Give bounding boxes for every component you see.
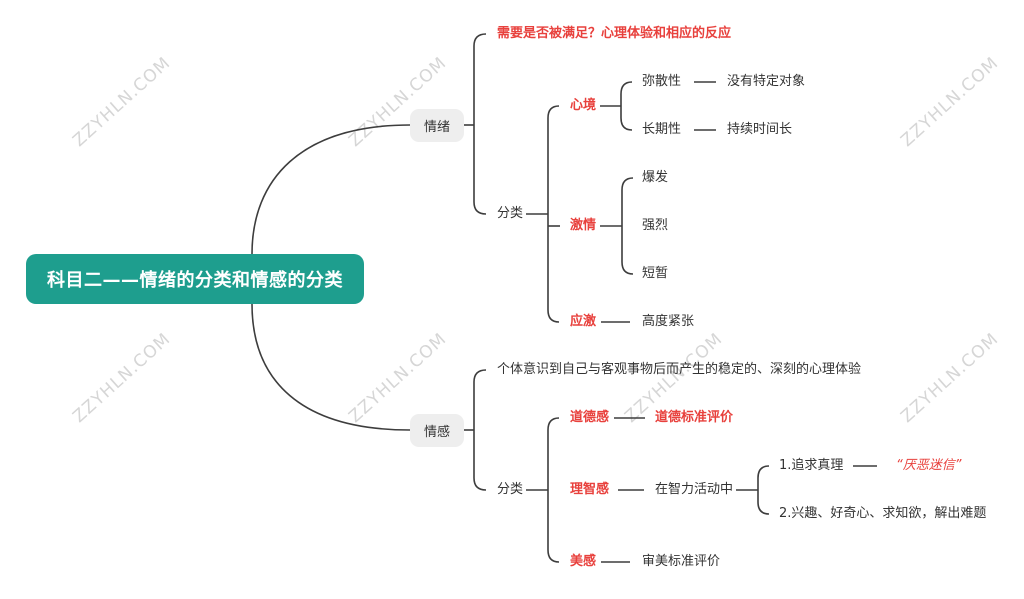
- rational-item: 2.兴趣、好奇心、求知欲，解出难题: [779, 506, 987, 521]
- aesthetic-desc: 审美标准评价: [642, 554, 721, 569]
- passion-item: 强烈: [642, 218, 669, 233]
- rational-note: “厌恶迷信”: [896, 458, 962, 473]
- moral-desc: 道德标准评价: [655, 410, 734, 425]
- rational-desc: 在智力活动中: [655, 482, 734, 497]
- passion-node[interactable]: 激情: [570, 218, 597, 233]
- mood-node[interactable]: 心境: [570, 98, 597, 113]
- stress-node[interactable]: 应激: [570, 314, 597, 329]
- passion-item: 爆发: [642, 170, 669, 185]
- mood-item-diffuse: 弥散性: [642, 74, 682, 89]
- root-topic[interactable]: 科目二——情绪的分类和情感的分类: [26, 254, 364, 304]
- aesthetic-node[interactable]: 美感: [570, 554, 597, 569]
- mood-item-long: 长期性: [642, 122, 682, 137]
- emotion-definition: 需要是否被满足？心理体验和相应的反应: [497, 26, 732, 41]
- passion-item: 短暂: [642, 266, 669, 281]
- emotion-node[interactable]: 情绪: [410, 109, 464, 142]
- stress-desc: 高度紧张: [642, 314, 695, 329]
- mood-item-diffuse-desc: 没有特定对象: [727, 74, 806, 89]
- feeling-classify-node[interactable]: 分类: [497, 482, 524, 497]
- moral-node[interactable]: 道德感: [570, 410, 610, 425]
- rational-item: 1.追求真理: [779, 458, 844, 473]
- mood-item-long-desc: 持续时间长: [727, 122, 793, 137]
- rational-node[interactable]: 理智感: [570, 482, 610, 497]
- emotion-classify-node[interactable]: 分类: [497, 206, 524, 221]
- feeling-definition: 个体意识到自己与客观事物后而产生的稳定的、深刻的心理体验: [497, 362, 862, 377]
- feeling-node[interactable]: 情感: [410, 414, 464, 447]
